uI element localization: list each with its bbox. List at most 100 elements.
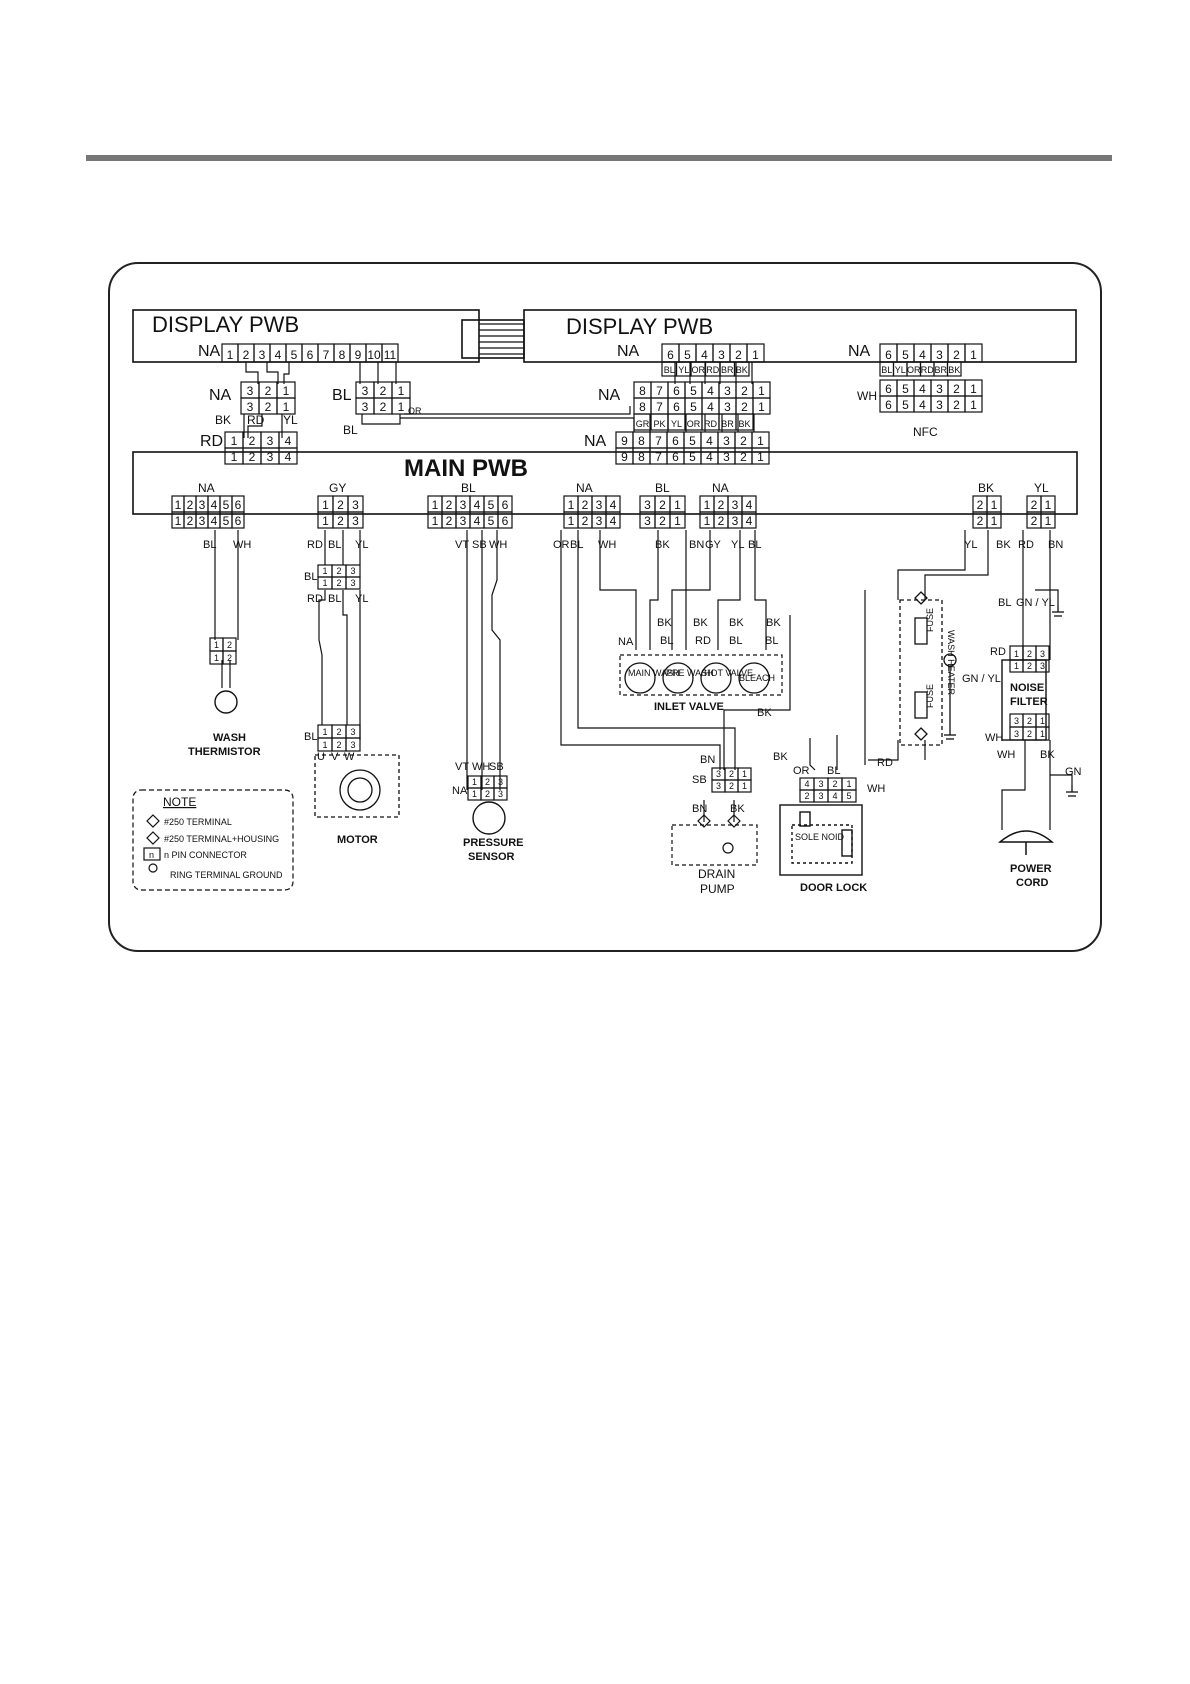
- noise-filter-box: [1001, 659, 1047, 741]
- ground-symbols: [944, 605, 1078, 797]
- thermistor-label-2: THERMISTOR: [188, 746, 261, 758]
- bl-321-label: BL: [332, 387, 352, 404]
- rd1234-a-pin: 4: [285, 434, 292, 448]
- wiring-lines: [214, 362, 1073, 830]
- rd-1234-wire-yl: YL: [283, 413, 298, 427]
- pressure-low-a-pin: 2: [485, 777, 490, 787]
- bl321-b-pin: 2: [380, 400, 387, 414]
- drain-b-cell: [737, 779, 752, 793]
- bl3-b-pin: 2: [659, 514, 666, 528]
- drain-a-pin: 1: [742, 769, 747, 779]
- mid-na-b-pin: 7: [656, 400, 663, 414]
- na4-b-pin: 3: [596, 514, 603, 528]
- display-pwb-right-title: DISPLAY PWB: [566, 314, 713, 339]
- mid-na-label: NA: [598, 387, 621, 404]
- therm-comp-b-pin: 2: [227, 653, 232, 663]
- diagram-frame: [108, 262, 1102, 952]
- na4b-wire-gy: GY: [705, 539, 722, 551]
- bl321-b-cell: [391, 397, 411, 415]
- disp-right-wires-pin: YL: [678, 365, 689, 375]
- pressure-b-pin: 4: [474, 514, 481, 528]
- door-lock-symbol: [779, 804, 863, 876]
- main-bl3-label: BL: [655, 481, 670, 495]
- wash-heater-symbol: [899, 591, 957, 746]
- legend-item-terminal: #250 TERMINAL: [164, 817, 232, 827]
- na4-b-pin: 1: [568, 514, 575, 528]
- inlet-valve-label: INLET VALVE: [654, 701, 724, 713]
- mid-na-wires-pin: RD: [704, 419, 717, 429]
- drain-wire-sb: SB: [692, 774, 707, 786]
- nf-wire-wh1: WH: [985, 732, 1003, 744]
- nf-a-pin: 3: [1040, 649, 1045, 659]
- display-pwb-left-title: DISPLAY PWB: [152, 312, 299, 337]
- disp-right-wires-pin: BL: [664, 365, 675, 375]
- therm-a-pin: 4: [211, 498, 218, 512]
- nf-b2-pin: 2: [1027, 729, 1032, 739]
- therm-a-pin: 6: [235, 498, 242, 512]
- motor-wire-bl: BL: [328, 539, 341, 551]
- rd-1234-wire-rd: RD: [247, 413, 265, 427]
- nfc-wh-a-pin: 3: [936, 382, 943, 396]
- na4b-b-pin: 1: [704, 514, 711, 528]
- motor-a-pin: 1: [322, 498, 329, 512]
- nfc-wh-b-pin: 2: [953, 398, 960, 412]
- noise-filter-label-2: FILTER: [1010, 696, 1048, 708]
- nfc-wh-b-pin: 3: [936, 398, 943, 412]
- nf-wire-gn: GN: [1065, 766, 1082, 778]
- thermistor-symbol: [214, 690, 238, 714]
- main-top-na-a-pin: 3: [723, 434, 730, 448]
- bk-wire-yl: YL: [964, 539, 977, 551]
- na4b-a-pin: 2: [718, 498, 725, 512]
- yl-wire-rd: RD: [1018, 539, 1034, 551]
- na4b-a-pin: 1: [704, 498, 711, 512]
- valve-main-wash: MAIN WASH: [628, 668, 680, 678]
- drain-b-pin: 1: [742, 781, 747, 791]
- pressure-a-pin: 3: [460, 498, 467, 512]
- therm-comp-b-pin: 1: [214, 653, 219, 663]
- disp-left-na-pin: 9: [355, 348, 362, 362]
- bl3-b-cell: [669, 511, 686, 529]
- power-cord-label-1: POWER: [1010, 863, 1052, 875]
- motor-wire-rd: RD: [307, 539, 323, 551]
- door-wire-rd: RD: [877, 757, 893, 769]
- drain-label-1: DRAIN: [698, 867, 735, 881]
- drain-wire-bn1: BN: [700, 754, 715, 766]
- pressure-low-b-pin: 2: [485, 789, 490, 799]
- bl321-a-pin: 3: [362, 384, 369, 398]
- yl-b-pin: 2: [1031, 514, 1038, 528]
- motor-mid-b-pin: 1: [322, 578, 327, 588]
- nfc-wh-b-cell: [964, 395, 983, 413]
- yl-a-pin: 1: [1045, 498, 1052, 512]
- drain-a-pin: 2: [729, 769, 734, 779]
- pressure-low-a-pin: 1: [472, 777, 477, 787]
- nf-wire-rd: RD: [990, 646, 1006, 658]
- motor-low-a-pin: 2: [336, 727, 341, 737]
- thermistor-wire-wh: WH: [233, 539, 251, 551]
- inlet-wire-bk4: BK: [766, 617, 781, 629]
- pressure-b-cell: [497, 511, 513, 529]
- na4b-b-pin: 3: [732, 514, 739, 528]
- na4-a-pin: 1: [568, 498, 575, 512]
- bl321-b-pin: 1: [398, 400, 405, 414]
- motor-mid-b-pin: 3: [350, 578, 355, 588]
- therm-b-pin: 3: [199, 514, 206, 528]
- motor-a-pin: 2: [337, 498, 344, 512]
- pin-connector-icon: [143, 847, 161, 861]
- solenoid-label: SOLE NOID: [795, 832, 845, 842]
- main-pwb-board: [132, 451, 1078, 515]
- main-top-na-a-pin: 7: [655, 434, 662, 448]
- mid-na-wires-pin: OR: [687, 419, 701, 429]
- main-top-na-b-cell: [751, 447, 770, 465]
- nf-a2-pin: 1: [1014, 661, 1019, 671]
- motor-wire-yl: YL: [355, 539, 368, 551]
- na321-a-pin: 1: [283, 384, 290, 398]
- nfc-wh-b-pin: 5: [902, 398, 909, 412]
- disp-right-wires-pin: BR: [721, 365, 734, 375]
- na4-b-pin: 2: [582, 514, 589, 528]
- mid-na-a-pin: 6: [673, 384, 680, 398]
- bl3-wire-bk: BK: [655, 539, 670, 551]
- disp-left-na-pin: 5: [291, 348, 298, 362]
- disp-left-na-pin: 3: [259, 348, 266, 362]
- door-a-pin: 2: [832, 779, 837, 789]
- bk-b-pin: 1: [991, 514, 998, 528]
